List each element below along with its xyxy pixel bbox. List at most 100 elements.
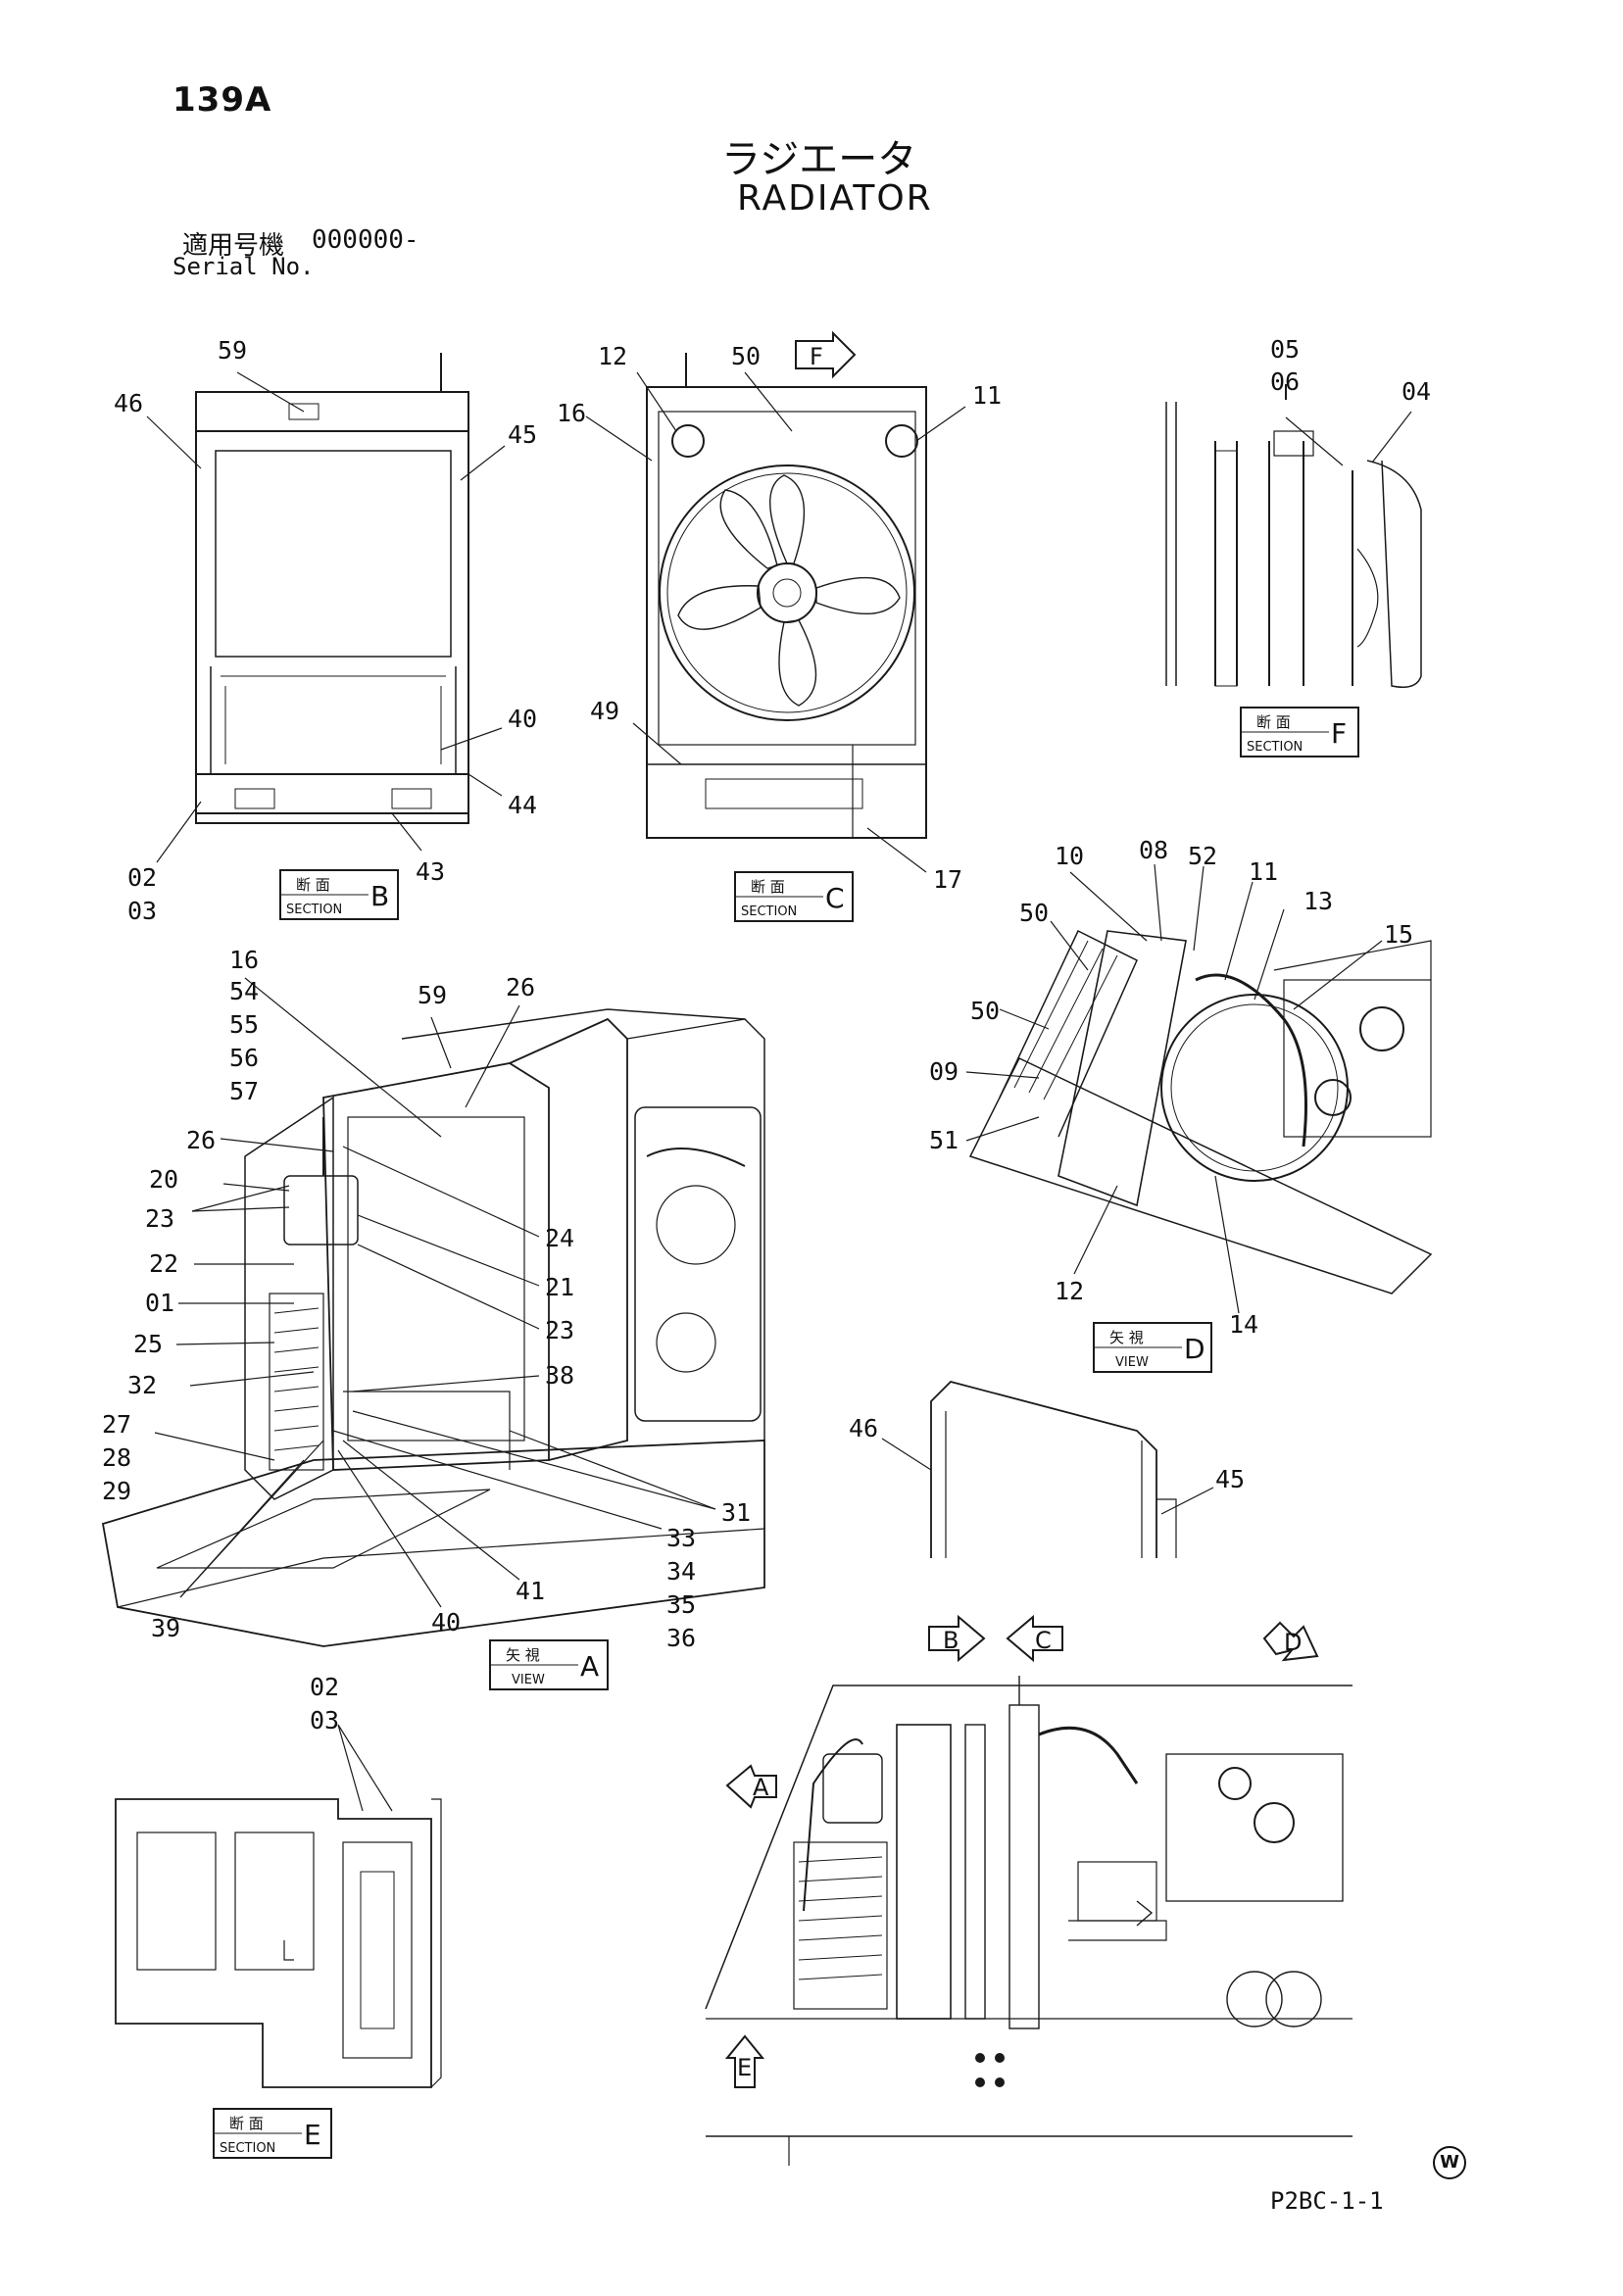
callout-16: 16 — [229, 946, 259, 974]
callout-45: 45 — [1215, 1465, 1245, 1493]
callout-22: 22 — [149, 1249, 178, 1278]
view-arrow-d: D — [1262, 1621, 1319, 1662]
callout-21: 21 — [545, 1273, 574, 1301]
callout-27: 27 — [102, 1410, 131, 1439]
callout-02: 02 — [127, 863, 157, 892]
callout-49: 49 — [590, 697, 619, 725]
callout-54: 54 — [229, 977, 259, 1005]
callout-26b: 26 — [186, 1126, 216, 1154]
callout-17: 17 — [933, 865, 962, 894]
callout-02: 02 — [310, 1673, 339, 1701]
callout-01: 01 — [145, 1289, 174, 1317]
callout-04: 04 — [1402, 377, 1431, 406]
callout-08: 08 — [1139, 836, 1168, 864]
callout-59: 59 — [418, 981, 447, 1009]
serial-value: 000000- — [312, 225, 419, 255]
section-e-callouts: 02 03 — [310, 1673, 339, 1734]
view-a-en: VIEW — [512, 1673, 545, 1687]
callout-33: 33 — [666, 1524, 696, 1552]
detail-callouts: 46 45 — [849, 1414, 1245, 1493]
section-e-letter: E — [304, 2119, 321, 2151]
view-a-drawing — [101, 977, 765, 1647]
section-e-ja: 断 面 — [229, 2115, 264, 2132]
callout-12: 12 — [1055, 1277, 1084, 1305]
view-arrow-f: F — [795, 330, 857, 379]
callout-59: 59 — [218, 336, 247, 365]
callout-14: 14 — [1229, 1310, 1258, 1339]
callout-25: 25 — [133, 1330, 163, 1358]
callout-51: 51 — [929, 1126, 959, 1154]
callout-23b: 23 — [545, 1316, 574, 1344]
key-view-drawing — [705, 1676, 1352, 2166]
section-b-ja: 断 面 — [296, 876, 330, 894]
view-arrow-c: C — [1006, 1614, 1063, 1663]
view-arrow-e: E — [724, 2034, 765, 2088]
callout-31: 31 — [721, 1498, 751, 1527]
section-e-drawing — [115, 1724, 442, 2088]
view-d-drawing — [965, 863, 1433, 1314]
title-english: RADIATOR — [737, 178, 933, 219]
callout-16: 16 — [557, 399, 586, 427]
callout-39: 39 — [151, 1614, 180, 1642]
section-f-callouts: 05 06 04 — [1270, 335, 1431, 406]
callout-34: 34 — [666, 1557, 696, 1586]
view-a-label-box: 矢 視 VIEW A — [489, 1639, 609, 1690]
callout-46: 46 — [849, 1414, 878, 1442]
view-a-letter: A — [580, 1650, 599, 1683]
view-arrow-a: A — [725, 1764, 777, 1809]
view-d-callouts: 10 08 52 11 50 13 15 50 09 51 12 14 — [929, 836, 1413, 1339]
serial-label-japanese: 適用号機 — [182, 231, 285, 261]
section-f-label-box: 断 面 SECTION F — [1240, 707, 1359, 757]
page-number: 139A — [172, 80, 272, 120]
callout-36: 36 — [666, 1624, 696, 1652]
section-b-letter: B — [370, 880, 389, 912]
section-c-drawing — [585, 353, 966, 873]
view-arrow-d-letter: D — [1284, 1629, 1302, 1656]
section-e-en: SECTION — [220, 2141, 275, 2156]
callout-41: 41 — [516, 1577, 545, 1605]
view-d-en: VIEW — [1115, 1355, 1149, 1370]
callout-11: 11 — [972, 381, 1002, 410]
callout-10: 10 — [1055, 842, 1084, 870]
title-japanese: ラジエータ — [721, 137, 917, 182]
callout-43: 43 — [416, 857, 445, 886]
copyright-mark: W — [1433, 2146, 1466, 2179]
view-d-ja: 矢 視 — [1109, 1329, 1144, 1346]
view-arrow-b-letter: B — [943, 1627, 959, 1654]
callout-45: 45 — [508, 420, 537, 449]
view-arrow-b: B — [928, 1614, 986, 1663]
callout-40: 40 — [508, 705, 537, 733]
detail-46-45-drawing — [881, 1380, 1214, 1558]
callout-03: 03 — [127, 897, 157, 925]
callout-57: 57 — [229, 1077, 259, 1105]
callout-56: 56 — [229, 1044, 259, 1072]
section-b-drawing — [146, 353, 506, 863]
callout-06: 06 — [1270, 367, 1300, 396]
section-c-label-box: 断 面 SECTION C — [734, 871, 854, 922]
callout-28: 28 — [102, 1443, 131, 1472]
callout-32: 32 — [127, 1371, 157, 1399]
callout-03: 03 — [310, 1706, 339, 1734]
section-f-letter: F — [1331, 717, 1347, 750]
callout-13: 13 — [1303, 887, 1333, 915]
view-arrow-f-letter: F — [810, 343, 823, 370]
view-arrow-e-letter: E — [737, 2054, 752, 2081]
callout-35: 35 — [666, 1590, 696, 1619]
callout-26a: 26 — [506, 973, 535, 1001]
callout-50a: 50 — [1019, 899, 1049, 927]
callout-38: 38 — [545, 1361, 574, 1390]
callout-29: 29 — [102, 1477, 131, 1505]
section-c-ja: 断 面 — [751, 878, 785, 896]
section-b-en: SECTION — [286, 903, 342, 917]
section-b-label-box: 断 面 SECTION B — [279, 869, 399, 920]
section-c-letter: C — [825, 882, 845, 914]
view-a-ja: 矢 視 — [506, 1646, 540, 1664]
page-code: P2BC-1-1 — [1270, 2187, 1384, 2215]
callout-05: 05 — [1270, 335, 1300, 364]
callout-40: 40 — [431, 1608, 461, 1637]
callout-55: 55 — [229, 1010, 259, 1039]
section-c-callouts: 12 50 16 11 49 17 — [557, 342, 1002, 894]
callout-52: 52 — [1188, 842, 1217, 870]
section-f-ja: 断 面 — [1256, 713, 1291, 731]
